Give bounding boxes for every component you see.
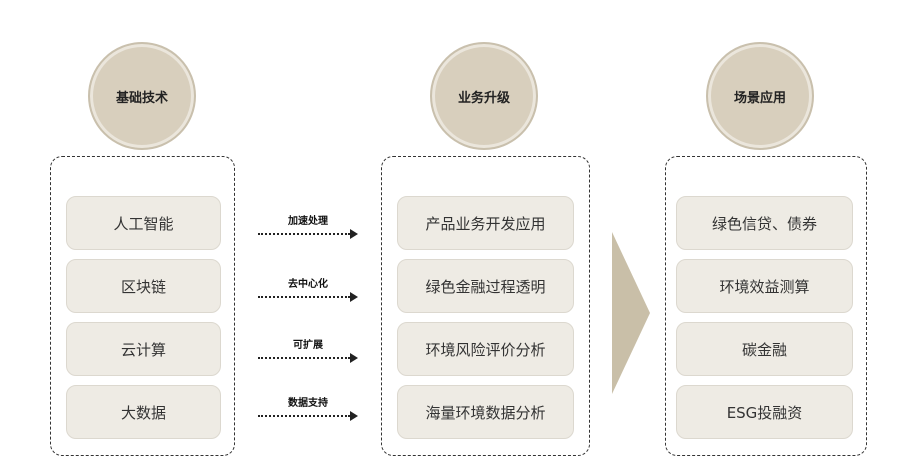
- arrow-data-support: 数据支持: [258, 394, 358, 421]
- circle-foundation-tech: 基础技术: [88, 42, 196, 150]
- item-esg-investment: ESG投融资: [676, 385, 853, 439]
- item-product-dev: 产品业务开发应用: [397, 196, 574, 250]
- arrow-label: 加速处理: [288, 216, 328, 227]
- item-env-benefit-calc: 环境效益测算: [676, 259, 853, 313]
- big-triangle-arrow-icon: [612, 232, 650, 394]
- circle-business-upgrade: 业务升级: [430, 42, 538, 150]
- arrow-label: 可扩展: [293, 340, 323, 351]
- item-big-data: 大数据: [66, 385, 221, 439]
- arrow-label: 去中心化: [288, 279, 328, 290]
- business-upgrade-group: [381, 156, 590, 456]
- arrow-scalable: 可扩展: [258, 336, 358, 363]
- dotted-arrow-icon: [258, 411, 358, 421]
- item-ai: 人工智能: [66, 196, 221, 250]
- item-green-credit-bonds: 绿色信贷、债券: [676, 196, 853, 250]
- item-green-finance-transparency: 绿色金融过程透明: [397, 259, 574, 313]
- foundation-tech-group: [50, 156, 235, 456]
- scenario-application-group: [665, 156, 867, 456]
- arrow-accelerate: 加速处理: [258, 212, 358, 239]
- dotted-arrow-icon: [258, 229, 358, 239]
- item-env-risk-analysis: 环境风险评价分析: [397, 322, 574, 376]
- arrow-decentralize: 去中心化: [258, 275, 358, 302]
- arrow-label: 数据支持: [288, 398, 328, 409]
- item-env-data-analysis: 海量环境数据分析: [397, 385, 574, 439]
- dotted-arrow-icon: [258, 353, 358, 363]
- item-cloud-computing: 云计算: [66, 322, 221, 376]
- circle-scenario-application: 场景应用: [706, 42, 814, 150]
- item-carbon-finance: 碳金融: [676, 322, 853, 376]
- item-blockchain: 区块链: [66, 259, 221, 313]
- dotted-arrow-icon: [258, 292, 358, 302]
